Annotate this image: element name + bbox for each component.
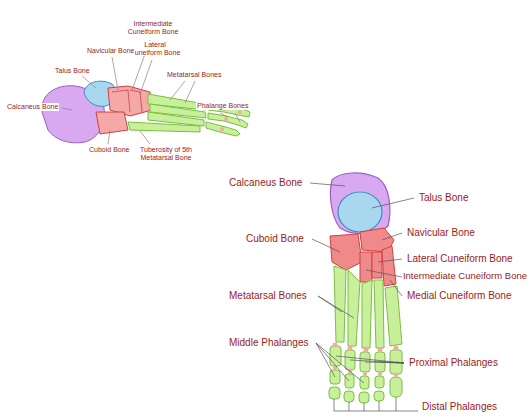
bone-label: Cuboid Bone	[88, 146, 130, 154]
bone-label: Intermediate Cuneiform Bone	[124, 20, 182, 35]
bone-label: Navicular Bone	[406, 227, 476, 238]
side-foot	[42, 81, 250, 143]
bone-label: Medial Cuneiform Bone	[406, 290, 513, 301]
bone-label: Talus Bone	[54, 67, 91, 75]
bone-label: Navicular Bone	[86, 47, 135, 55]
top-foot	[329, 173, 402, 403]
bone-label: Proximal Phalanges	[408, 357, 499, 368]
bone-label: Metatarsal Bones	[166, 71, 222, 79]
bone-label: Lateral Cuneiform Bone	[128, 41, 182, 56]
bone-label: Distal Phalanges	[421, 401, 498, 412]
bone-label: Calcaneus Bone	[228, 177, 303, 188]
leader-lines-small	[62, 40, 240, 144]
bone-label: Lateral Cuneiform Bone	[406, 253, 514, 264]
bone-label: Metatarsal Bones	[228, 290, 308, 301]
bone-label: Cuboid Bone	[245, 233, 305, 244]
leader-lines-large	[310, 183, 418, 411]
bone-label: Phalange Bones	[196, 102, 249, 110]
bone-label: Talus Bone	[418, 192, 469, 203]
bone-label: Intermediate Cuneiform Bone	[402, 271, 528, 281]
bone-label: Calcaneus Bone	[6, 103, 59, 111]
bone-label: Tuberosity of 5th Metatarsal Bone	[132, 146, 200, 161]
bone-label: Middle Phalanges	[228, 337, 310, 348]
